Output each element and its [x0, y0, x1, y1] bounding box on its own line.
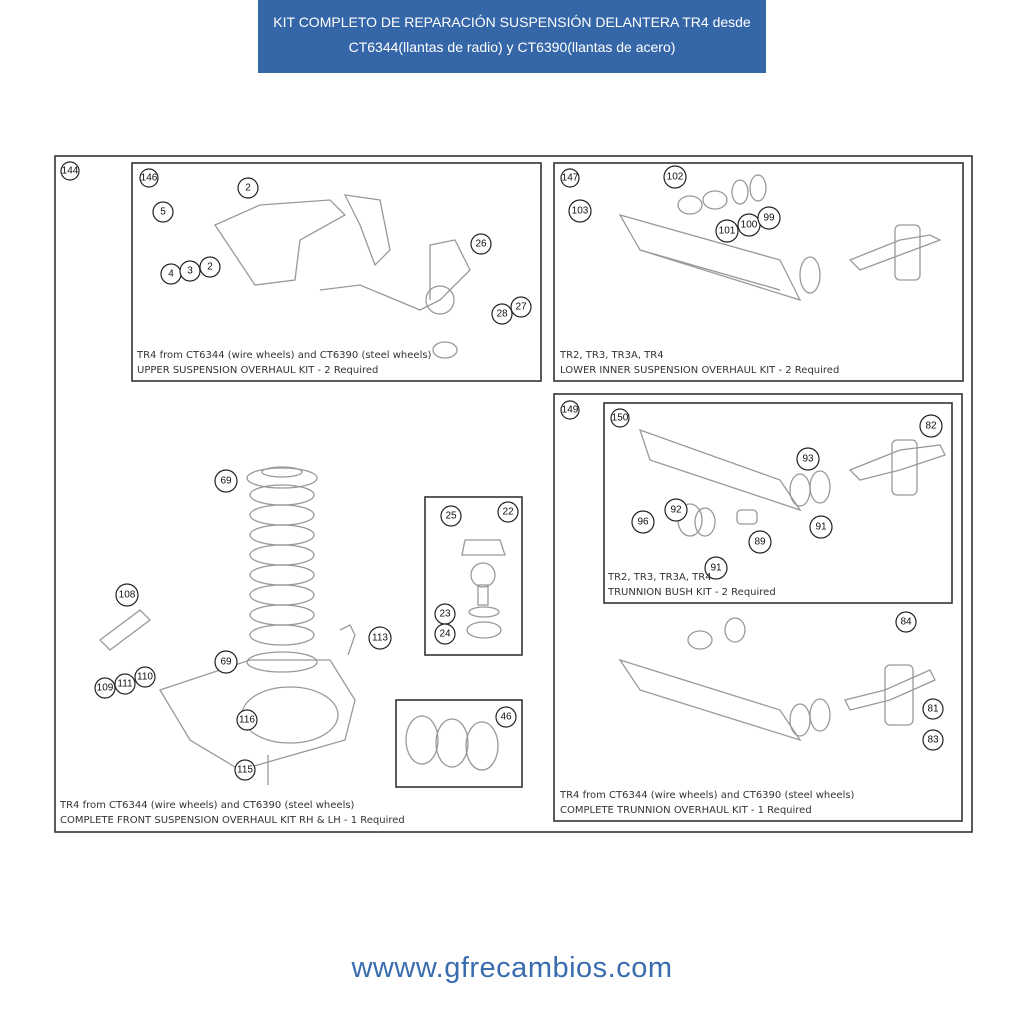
title-line-2: CT6344(llantas de radio) y CT6390(llanta…: [348, 39, 676, 55]
panel-146: [131, 162, 542, 382]
main-caption-1: TR4 from CT6344 (wire wheels) and CT6390…: [59, 800, 355, 811]
callout: 110: [137, 672, 153, 683]
callout: 81: [927, 704, 939, 715]
panel-id-150: 150: [612, 413, 629, 424]
panel-balljoint: [424, 496, 523, 656]
callout: 4: [168, 269, 174, 280]
callouts-bearings: 46: [495, 706, 517, 728]
callout: 27: [515, 302, 527, 313]
trunnion-caption-1: TR4 from CT6344 (wire wheels) and CT6390…: [559, 790, 855, 801]
upper-caption-2: UPPER SUSPENSION OVERHAUL KIT - 2 Requir…: [137, 365, 378, 376]
callout: 2: [207, 262, 213, 273]
callout: 28: [496, 309, 508, 320]
callout: 5: [160, 207, 166, 218]
callout: 91: [710, 563, 722, 574]
trunnion-bush-caption-1: TR2, TR3, TR3A, TR4: [607, 572, 712, 583]
panel-150: [603, 402, 953, 604]
panel-id-tags: 144 146 147 149 150: [60, 161, 630, 428]
panel-144: [54, 155, 973, 833]
callout: 93: [802, 454, 814, 465]
part-drawings: [99, 174, 946, 785]
panel-147: [553, 162, 964, 382]
callout: 25: [445, 511, 457, 522]
callouts-trunnion-bush: 82 93 92 96 91 89 91: [631, 414, 943, 580]
callout: 115: [237, 765, 253, 776]
callout: 69: [220, 657, 232, 668]
callout: 83: [927, 735, 939, 746]
callout: 26: [475, 239, 487, 250]
panel-id-146: 146: [141, 173, 158, 184]
callout: 2: [245, 183, 251, 194]
callout: 101: [719, 226, 736, 237]
main-caption-2: COMPLETE FRONT SUSPENSION OVERHAUL KIT R…: [60, 815, 405, 826]
title-banner: KIT COMPLETO DE REPARACIÓN SUSPENSIÓN DE…: [258, 0, 766, 73]
lower-inner-caption-2: LOWER INNER SUSPENSION OVERHAUL KIT - 2 …: [560, 365, 839, 376]
callout: 99: [763, 213, 775, 224]
callout: 89: [754, 537, 766, 548]
upper-caption-1: TR4 from CT6344 (wire wheels) and CT6390…: [136, 350, 432, 361]
callouts-trunnion: 84 81 83: [895, 611, 944, 751]
callout: 91: [815, 522, 827, 533]
callout: 102: [667, 172, 684, 183]
panel-id-149: 149: [562, 405, 579, 416]
callouts-upper: 2 5 4 3 2 26 27 28: [152, 177, 532, 325]
lower-inner-caption-1: TR2, TR3, TR3A, TR4: [559, 350, 664, 361]
callout: 69: [220, 476, 232, 487]
panel-bearings: [395, 699, 523, 788]
callout: 103: [572, 206, 589, 217]
callout: 111: [117, 679, 133, 690]
callouts-lower-inner: 102 103 101 100 99: [568, 165, 781, 243]
callout: 23: [439, 609, 451, 620]
callout: 92: [670, 505, 682, 516]
panel-id-144: 144: [62, 166, 79, 177]
callout: 116: [239, 715, 255, 726]
trunnion-caption-2: COMPLETE TRUNNION OVERHAUL KIT - 1 Requi…: [560, 805, 812, 816]
callout: 100: [741, 220, 758, 231]
callouts-main: 69 69 108 113 109 111 110 116 115: [94, 469, 392, 781]
callout: 84: [900, 617, 912, 628]
trunnion-bush-caption-2: TRUNNION BUSH KIT - 2 Required: [607, 587, 776, 598]
callout: 113: [372, 633, 388, 644]
callouts-balljoint: 25 22 23 24: [434, 501, 519, 645]
panel-id-147: 147: [562, 173, 579, 184]
callout: 22: [502, 507, 514, 518]
callout: 108: [119, 590, 136, 601]
title-line-1: KIT COMPLETO DE REPARACIÓN SUSPENSIÓN DE…: [273, 14, 751, 30]
website-link[interactable]: wwww.gfrecambios.com: [351, 952, 673, 984]
callout: 3: [187, 266, 193, 277]
callout: 82: [925, 421, 937, 432]
callout: 24: [439, 629, 451, 640]
callout: 46: [500, 712, 512, 723]
panel-149: [553, 393, 963, 822]
callout: 109: [97, 683, 114, 694]
callout: 96: [637, 517, 649, 528]
